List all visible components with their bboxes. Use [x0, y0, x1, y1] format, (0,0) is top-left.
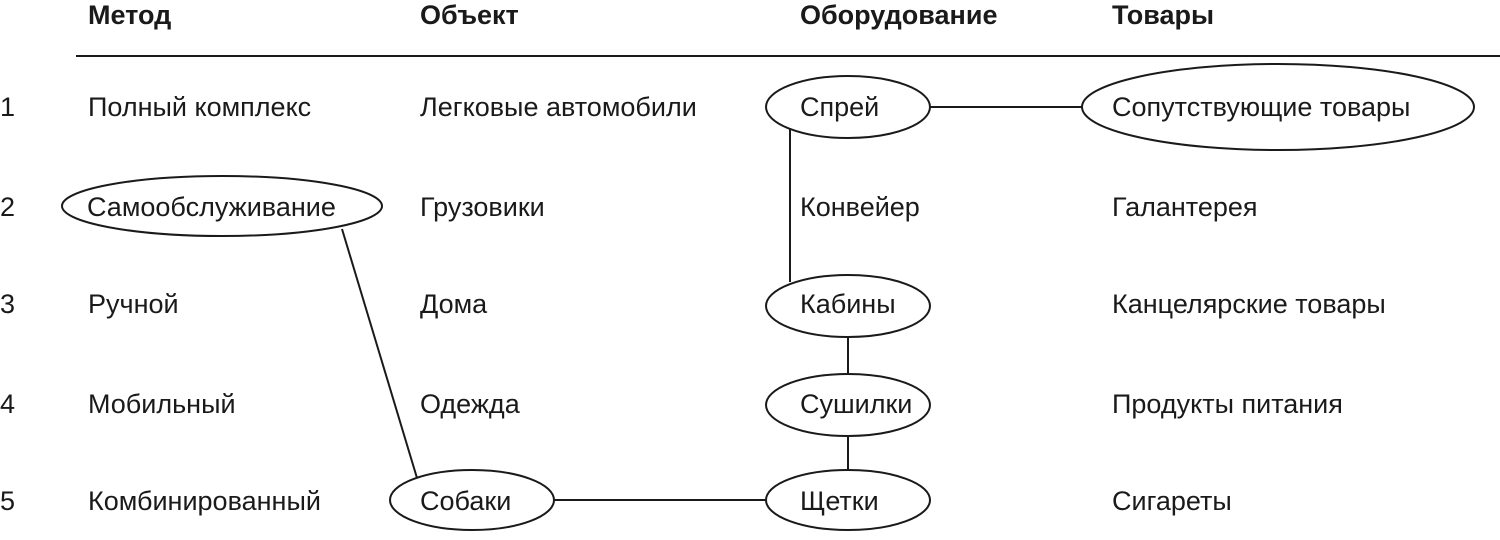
header-goods: Товары [1112, 0, 1214, 30]
oval-dryers [765, 373, 931, 437]
equipment-cell: Щетки [800, 486, 879, 516]
object-cell: Легковые автомобили [420, 92, 697, 122]
method-cell: Полный комплекс [88, 92, 311, 122]
method-cell: Самообслуживание [87, 192, 336, 222]
row-number: 5 [0, 486, 15, 516]
oval-cabins [765, 274, 931, 338]
row-number: 2 [0, 192, 15, 222]
equipment-cell: Спрей [800, 92, 879, 122]
header-object: Объект [420, 0, 519, 30]
oval-brushes [765, 469, 931, 531]
oval-related-goods [1081, 63, 1475, 151]
equipment-cell: Конвейер [800, 192, 920, 222]
oval-spray [765, 75, 931, 139]
link-self-service-to-dogs [341, 228, 418, 479]
equipment-cell: Кабины [800, 289, 896, 319]
method-cell: Ручной [88, 289, 179, 319]
goods-cell: Сопутствующие товары [1112, 92, 1410, 122]
method-cell: Мобильный [88, 389, 236, 419]
row-number: 1 [0, 92, 15, 122]
goods-cell: Канцелярские товары [1112, 289, 1386, 319]
object-cell: Одежда [420, 389, 521, 419]
goods-cell: Галантерея [1112, 192, 1258, 222]
goods-cell: Сигареты [1112, 486, 1232, 516]
row-number: 3 [0, 289, 15, 319]
header-equipment: Оборудование [800, 0, 997, 30]
row-number: 4 [0, 389, 15, 419]
header-method: Метод [88, 0, 171, 30]
oval-self-service [61, 175, 383, 237]
method-cell: Комбинированный [88, 486, 321, 516]
goods-cell: Продукты питания [1112, 389, 1343, 419]
equipment-cell: Сушилки [800, 389, 912, 419]
oval-dogs [389, 469, 555, 531]
object-cell: Грузовики [420, 192, 545, 222]
object-cell: Дома [420, 289, 488, 319]
object-cell: Собаки [420, 486, 511, 516]
